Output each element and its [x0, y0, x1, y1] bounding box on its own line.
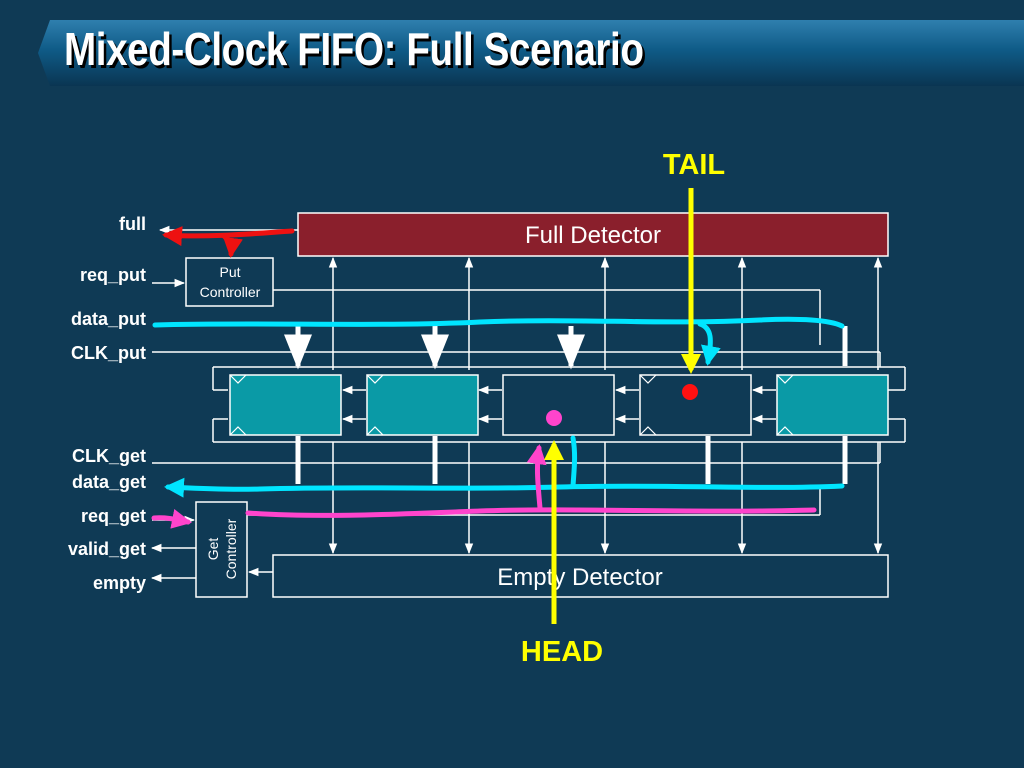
- signal-data-put-label: data_put: [71, 309, 146, 329]
- data-lanes: [284, 326, 848, 484]
- head-pointer: HEAD: [521, 410, 603, 668]
- fifo-cell-2: [366, 374, 479, 436]
- detector-taps: [328, 256, 883, 555]
- head-label: HEAD: [521, 636, 603, 668]
- signal-clk-get-label: CLK_get: [72, 446, 146, 466]
- full-detector-label: Full Detector: [525, 222, 661, 249]
- data-put-highlight: [152, 316, 845, 366]
- cell-chain-arrows: [341, 385, 776, 424]
- title-bar: [38, 20, 1024, 86]
- get-controller-label-1: Get: [205, 538, 221, 561]
- signal-req-put-label: req_put: [80, 265, 146, 285]
- put-controller-label-1: Put: [219, 264, 240, 280]
- fifo-cell-3: [502, 374, 615, 436]
- tail-label: TAIL: [663, 149, 725, 181]
- signal-full-label: full: [119, 214, 146, 234]
- empty-detector-label: Empty Detector: [497, 564, 662, 591]
- data-get-highlight: [164, 435, 845, 498]
- fifo-cell-5: [776, 374, 889, 436]
- signal-req-get-label: req_get: [81, 506, 146, 526]
- fifo-cells: [229, 374, 889, 436]
- signal-clk-put-label: CLK_put: [71, 343, 146, 363]
- tail-marker-dot: [682, 384, 698, 400]
- signal-valid-get-label: valid_get: [68, 539, 146, 559]
- tail-pointer: TAIL: [663, 149, 725, 400]
- fifo-cell-1: [229, 374, 342, 436]
- fifo-cell-4: [639, 374, 752, 436]
- signal-data-get-label: data_get: [72, 472, 146, 492]
- get-controller-label-2: Controller: [223, 518, 239, 579]
- req-get-highlight: [151, 444, 817, 529]
- put-controller: Put Controller: [185, 257, 274, 307]
- head-marker-dot: [546, 410, 562, 426]
- full-signal-highlight: [162, 226, 295, 258]
- signal-empty-label: empty: [93, 573, 146, 593]
- put-controller-label-2: Controller: [200, 284, 261, 300]
- full-detector: Full Detector: [297, 212, 889, 257]
- slide-title: Mixed-Clock FIFO: Full Scenario: [64, 23, 644, 75]
- empty-detector: Empty Detector: [272, 554, 889, 598]
- get-controller: Get Controller: [195, 501, 248, 598]
